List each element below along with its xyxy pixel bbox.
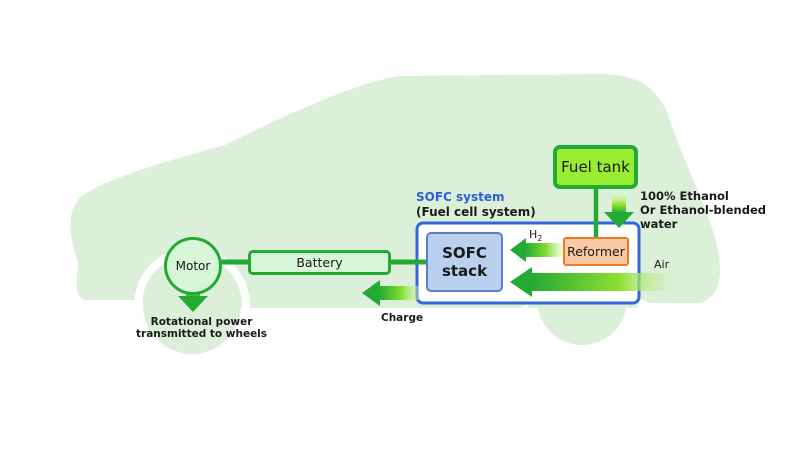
h2-label: H2 <box>529 228 542 245</box>
charge-arrow <box>362 280 419 306</box>
ethanol-arrow <box>604 195 634 228</box>
h2-main: H <box>529 228 538 241</box>
battery-label: Battery <box>296 255 343 270</box>
sofc-system-subtitle: (Fuel cell system) <box>416 205 536 219</box>
ethanol-line1: 100% Ethanol <box>640 189 729 203</box>
air-arrow <box>510 267 679 297</box>
air-label: Air <box>654 258 670 271</box>
sofc-stack-node: SOFC stack <box>426 232 503 292</box>
reformer-label: Reformer <box>567 244 625 259</box>
fuel-tank-node: Fuel tank <box>553 145 638 189</box>
fuel-tank-label: Fuel tank <box>561 158 630 176</box>
reformer-node: Reformer <box>563 237 629 266</box>
ethanol-label: 100% Ethanol Or Ethanol-blended water <box>640 189 766 231</box>
h2-subscript: 2 <box>537 234 543 244</box>
charge-label: Charge <box>381 312 424 324</box>
sofc-stack-label-line1: SOFC <box>442 244 487 262</box>
sofc-system-title: SOFC system <box>416 190 505 204</box>
ethanol-line3: water <box>640 217 678 231</box>
rotation-line1: Rotational power <box>150 316 253 328</box>
sofc-stack-label-line2: stack <box>441 262 488 280</box>
ethanol-line2: Or Ethanol-blended <box>640 203 766 217</box>
rotation-line2: transmitted to wheels <box>136 328 268 340</box>
motor-label: Motor <box>175 259 211 273</box>
motor-node: Motor <box>164 237 222 295</box>
rotation-label: Rotational power transmitted to wheels <box>136 316 267 340</box>
battery-node: Battery <box>248 250 391 275</box>
h2-arrow <box>510 238 563 262</box>
